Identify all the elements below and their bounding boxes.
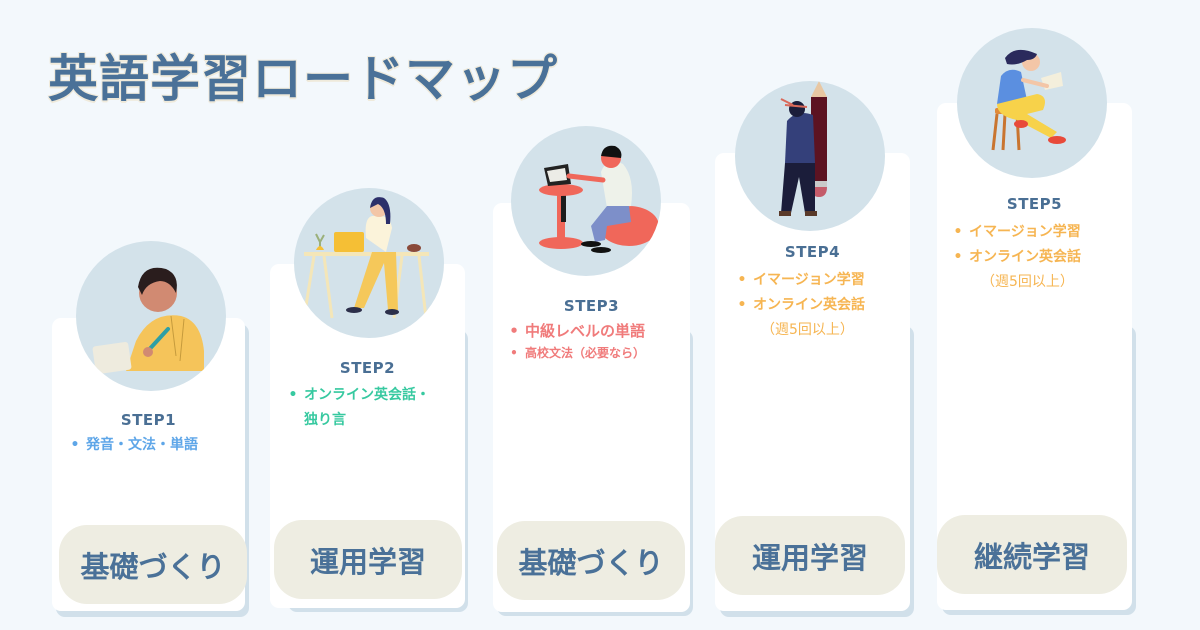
bullet-dot-icon: • [953,224,963,240]
phase-pill: 運用学習 [715,516,905,595]
step-card-5: STEP5 •イマージョン学習 •オンライン英会話 （週5回以上） 継続学習 [937,103,1132,610]
step-label: STEP3 [563,297,620,315]
bullet-item: •オンライン英会話・ [282,383,477,408]
bullet-dot-icon: • [70,437,80,453]
phase-label: 基礎づくり [80,549,226,584]
step-bullets: •オンライン英会話・ 独り言 [270,383,477,433]
bullet-item: •高校文法（必要なら） [503,342,700,364]
phase-pill: 運用学習 [274,520,462,599]
woman-at-desk-icon [302,197,429,319]
step-illustration [511,126,661,276]
step-label: STEP4 [784,243,841,261]
step-illustration [76,241,226,391]
bullet-item: •オンライン英会話 [731,293,926,318]
step-label: STEP1 [120,411,177,429]
girl-reading-icon [991,49,1066,151]
bullet-item: •発音・文法・単語 [64,433,257,458]
bullet-note: （週5回以上） [981,274,1074,290]
phase-label: 運用学習 [751,540,868,575]
boy-writing-icon [92,267,204,374]
step-bullets: •発音・文法・単語 [52,433,257,458]
step-illustration [957,28,1107,178]
bullet-dot-icon: • [509,322,519,340]
bullet-item: •中級レベルの単語 [503,320,700,342]
man-with-pencil-icon [779,81,827,216]
phase-label: 継続学習 [973,539,1090,574]
phase-pill: 基礎づくり [497,521,685,600]
bullet-item: •イマージョン学習 [731,268,926,293]
bullet-dot-icon: • [737,272,747,288]
phase-pill: 継続学習 [937,515,1127,594]
bullet-note: （週5回以上） [761,322,854,338]
step-bullets: •中級レベルの単語 •高校文法（必要なら） [493,320,700,364]
step-label: STEP2 [339,359,396,377]
bullet-dot-icon: • [953,249,963,265]
bullet-dot-icon: • [510,346,518,360]
step-bullets: •イマージョン学習 •オンライン英会話 （週5回以上） [937,220,1142,295]
phase-label: 運用学習 [309,544,426,579]
man-typing-icon [539,145,659,253]
step-illustration [735,81,885,231]
step-bullets: •イマージョン学習 •オンライン英会話 （週5回以上） [715,268,926,343]
bullet-item: •オンライン英会話 [947,245,1142,270]
phase-label: 基礎づくり [518,545,664,580]
bullet-dot-icon: • [288,387,298,403]
page-title: 英語学習ロードマップ [48,50,558,108]
step-card-3: STEP3 •中級レベルの単語 •高校文法（必要なら） 基礎づくり [493,203,690,612]
step-illustration [294,188,444,338]
step-label: STEP5 [1006,195,1063,213]
bullet-dot-icon: • [737,297,747,313]
bullet-item: •イマージョン学習 [947,220,1142,245]
phase-pill: 基礎づくり [59,525,247,604]
step-card-1: STEP1 •発音・文法・単語 基礎づくり [52,318,247,611]
bullet-item-continued: 独り言 [304,412,346,428]
